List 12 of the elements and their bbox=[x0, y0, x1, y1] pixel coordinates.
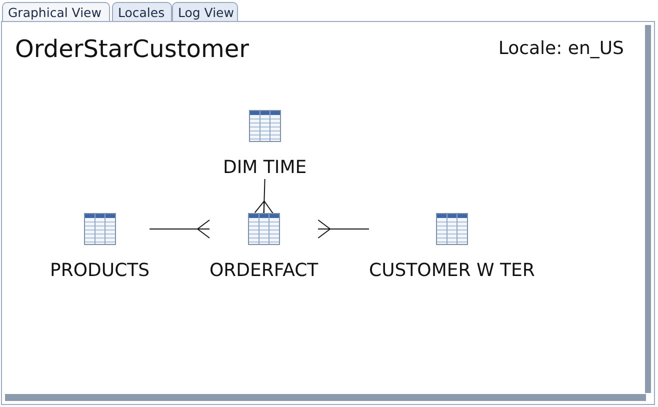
tab: Graphical View bbox=[2, 2, 110, 21]
relationship-line bbox=[254, 178, 274, 214]
relationship-line bbox=[149, 220, 210, 238]
relationship-line bbox=[318, 220, 370, 238]
table-name-label: ORDERFACT bbox=[210, 260, 318, 282]
table-name-label: PRODUCTS bbox=[50, 260, 150, 282]
table-name-label: DIM TIME bbox=[223, 157, 307, 179]
table-name-label: CUSTOMER W TER bbox=[369, 260, 535, 282]
diagram-title: OrderStarCustomer bbox=[15, 35, 249, 63]
tab: Locales bbox=[112, 2, 172, 21]
locale-label: Locale: en_US bbox=[498, 38, 624, 59]
tab: Log View bbox=[172, 2, 238, 21]
